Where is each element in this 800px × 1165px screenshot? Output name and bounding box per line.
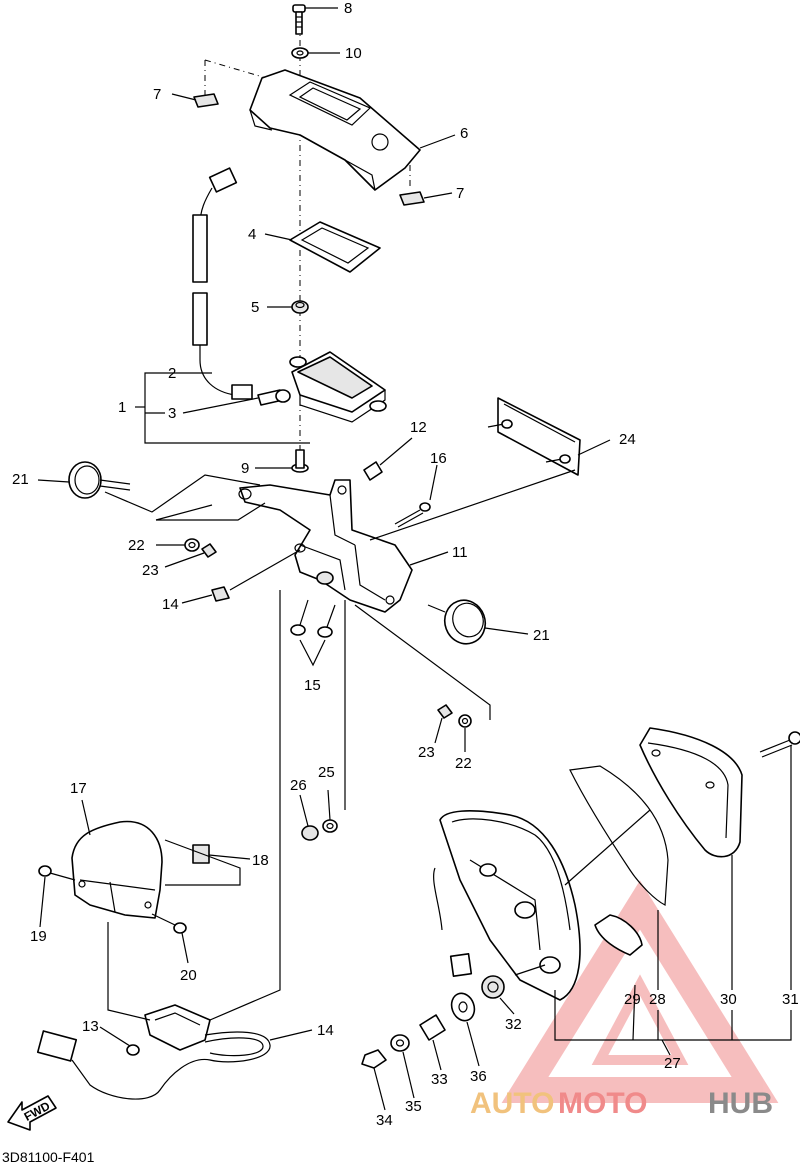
lamp-base-13: [126, 1004, 211, 1056]
callout-21-left: 21: [12, 471, 29, 488]
tail-lamp-housing: [433, 810, 581, 1001]
reflector-left-21: [68, 461, 131, 499]
screw-20-b: [151, 913, 187, 934]
reflector-right-21: [427, 599, 487, 645]
harness-14: [36, 1030, 271, 1100]
meter-cover: [249, 69, 421, 191]
watermark-moto: MOTO: [558, 1087, 647, 1120]
callout-27: 27: [664, 1055, 681, 1072]
callout-16: 15: [304, 677, 321, 694]
drawing-code: 3D81100-F401: [2, 1149, 95, 1165]
callout-13: 13: [82, 1018, 99, 1035]
callout-22-left: 22: [128, 537, 145, 554]
block-15: [211, 586, 230, 602]
callout-14: 14: [317, 1022, 334, 1039]
pad-upper: [193, 93, 219, 108]
callout-10: 10: [345, 45, 362, 62]
nut-23-right: [437, 704, 453, 719]
bulb-29: [594, 914, 643, 956]
nut-34: [361, 1049, 387, 1069]
screw-20-a: [38, 865, 76, 881]
callout-8: 8: [344, 0, 352, 17]
collar-26: [301, 825, 319, 841]
callout-6: 6: [460, 125, 468, 142]
callout-5: 5: [251, 299, 259, 316]
callout-26: 26: [290, 777, 307, 794]
callout-34: 34: [376, 1112, 393, 1129]
screw-9: [291, 449, 309, 473]
license-lamp-18: [71, 820, 163, 919]
nut-23-left: [201, 543, 217, 558]
lens-gasket-28: [569, 765, 669, 906]
gasket-4: [289, 221, 381, 273]
callout-35: 35: [405, 1098, 422, 1115]
callout-17: 16: [430, 450, 447, 467]
leader-lines: [37, 7, 792, 1111]
callout-33: 33: [431, 1071, 448, 1088]
screw-8: [292, 4, 306, 35]
bolt-17: [394, 502, 431, 528]
watermark-text: AUTO MOTO HUB: [470, 1087, 773, 1120]
callout-7-lower: 7: [456, 185, 464, 202]
callout-31: 31: [782, 991, 799, 1008]
watermark-hub: HUB: [708, 1087, 773, 1120]
meter-lead-wire: [192, 167, 253, 400]
license-plate-holder-24: [487, 397, 581, 476]
callout-3: 3: [168, 405, 176, 422]
bracket-11: [238, 479, 413, 613]
callout-30: 30: [720, 991, 737, 1008]
nut-12: [363, 461, 383, 481]
callout-21-right: 21: [533, 627, 550, 644]
callout-7-upper: 7: [153, 86, 161, 103]
callout-18: 17: [70, 780, 87, 797]
fwd-arrow-icon: FWD: [7, 1095, 57, 1131]
callout-29: 29: [624, 991, 641, 1008]
callout-11: 11: [452, 544, 468, 561]
meter-assembly: [289, 351, 387, 423]
callout-23-left: 23: [142, 562, 159, 579]
callout-25: 25: [318, 764, 335, 781]
callout-20-right: 20: [180, 967, 197, 984]
grommet-32: [481, 975, 505, 999]
callout-19: 18: [252, 852, 269, 869]
tail-lens-30: [639, 727, 743, 858]
bulb-3: [257, 389, 291, 406]
collar-33: [419, 1014, 446, 1041]
pad-lower: [399, 191, 425, 206]
callout-1: 1: [118, 399, 126, 416]
callout-labels: 8 10 7 6 7 4 5 2 1 3 9 12 16 11 24 21 22…: [12, 0, 799, 1129]
washer-36: [450, 992, 476, 1022]
callout-12: 12: [410, 419, 427, 436]
callout-20-left: 19: [30, 928, 47, 945]
washer-10: [291, 47, 309, 59]
callout-23-right: 23: [418, 744, 435, 761]
watermark-auto: AUTO: [470, 1087, 554, 1120]
callout-36: 36: [470, 1068, 487, 1085]
callout-32: 32: [505, 1016, 522, 1033]
callout-15: 14: [162, 596, 179, 613]
washer-22-left: [184, 538, 200, 552]
callout-9: 9: [241, 460, 249, 477]
grommet-5: [291, 300, 309, 314]
screw-16-b: [317, 604, 336, 638]
callout-22-right: 22: [455, 755, 472, 772]
watermark-triangle: [501, 880, 779, 1103]
screw-31: [759, 731, 800, 758]
washer-25: [322, 819, 338, 833]
callout-4: 4: [248, 226, 256, 243]
screw-16-a: [290, 599, 309, 636]
washer-22-right: [458, 714, 472, 728]
callout-2: 2: [168, 365, 176, 382]
callout-28: 28: [649, 991, 666, 1008]
washer-35: [390, 1034, 410, 1052]
callout-24: 24: [619, 431, 636, 448]
